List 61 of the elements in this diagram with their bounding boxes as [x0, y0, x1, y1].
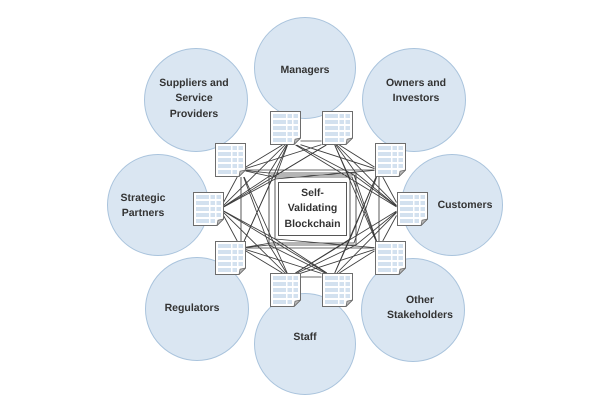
spreadsheet-icon — [214, 241, 246, 275]
connector-line — [334, 144, 350, 274]
connector-line — [244, 176, 288, 274]
connector-line — [338, 250, 375, 274]
connector-line — [295, 176, 376, 274]
node-label: Self-Validating Blockchain — [283, 186, 342, 232]
connector-line — [300, 140, 322, 142]
connector-line — [223, 210, 327, 274]
connector-line — [245, 211, 397, 248]
spreadsheet-icon — [214, 143, 246, 177]
spreadsheet-icon — [192, 192, 224, 226]
node-label: Strategic Partners — [120, 190, 166, 221]
connector-line — [382, 215, 397, 242]
spreadsheet-icon — [396, 192, 428, 226]
connector-line — [300, 249, 375, 274]
node-label: Customers — [438, 198, 492, 214]
connector-line — [295, 144, 397, 208]
connector-line — [338, 144, 375, 168]
connector-line — [223, 174, 397, 208]
connector-line — [223, 215, 238, 242]
connector-line — [334, 144, 376, 242]
connector-line — [268, 144, 287, 274]
connector-line — [223, 212, 286, 274]
connector-line — [296, 144, 378, 242]
connector-line — [300, 144, 375, 169]
spreadsheet-icon — [270, 111, 300, 145]
connector-line — [274, 144, 328, 274]
connector-line — [296, 144, 356, 274]
connector-line — [245, 250, 283, 274]
connector-line — [245, 249, 322, 274]
node-label: Suppliers and Service Providers — [158, 76, 230, 122]
spreadsheet-icon — [322, 273, 352, 307]
connector-line — [240, 176, 242, 242]
spreadsheet-icon — [322, 111, 352, 145]
spreadsheet-icon — [374, 143, 406, 177]
connector-line — [244, 144, 327, 242]
connector-line — [223, 170, 375, 208]
connector-line — [295, 210, 397, 274]
node-label: Regulators — [164, 301, 220, 316]
group-circle — [401, 154, 503, 256]
spreadsheet-icon — [270, 273, 300, 307]
connector-line — [382, 176, 397, 203]
connector-line — [245, 170, 377, 242]
connector-line — [245, 176, 378, 248]
node-label: Managers — [280, 63, 330, 78]
connector-line — [245, 170, 397, 207]
connector-line — [223, 210, 375, 248]
node-label: Staff — [293, 330, 317, 346]
connector-line — [334, 176, 376, 274]
spreadsheet-icon — [374, 241, 406, 275]
connector-line — [300, 276, 322, 278]
connector-line — [378, 176, 380, 242]
connector-line — [245, 144, 322, 169]
node-label: Owners and Investors — [384, 76, 448, 106]
node-label: Other Stakeholders — [386, 292, 454, 323]
connector-line — [245, 144, 283, 168]
connector-line — [223, 176, 238, 203]
connector-line — [223, 144, 286, 206]
connector-line — [336, 144, 397, 206]
connector-line — [243, 176, 326, 274]
connector-line — [336, 212, 397, 274]
